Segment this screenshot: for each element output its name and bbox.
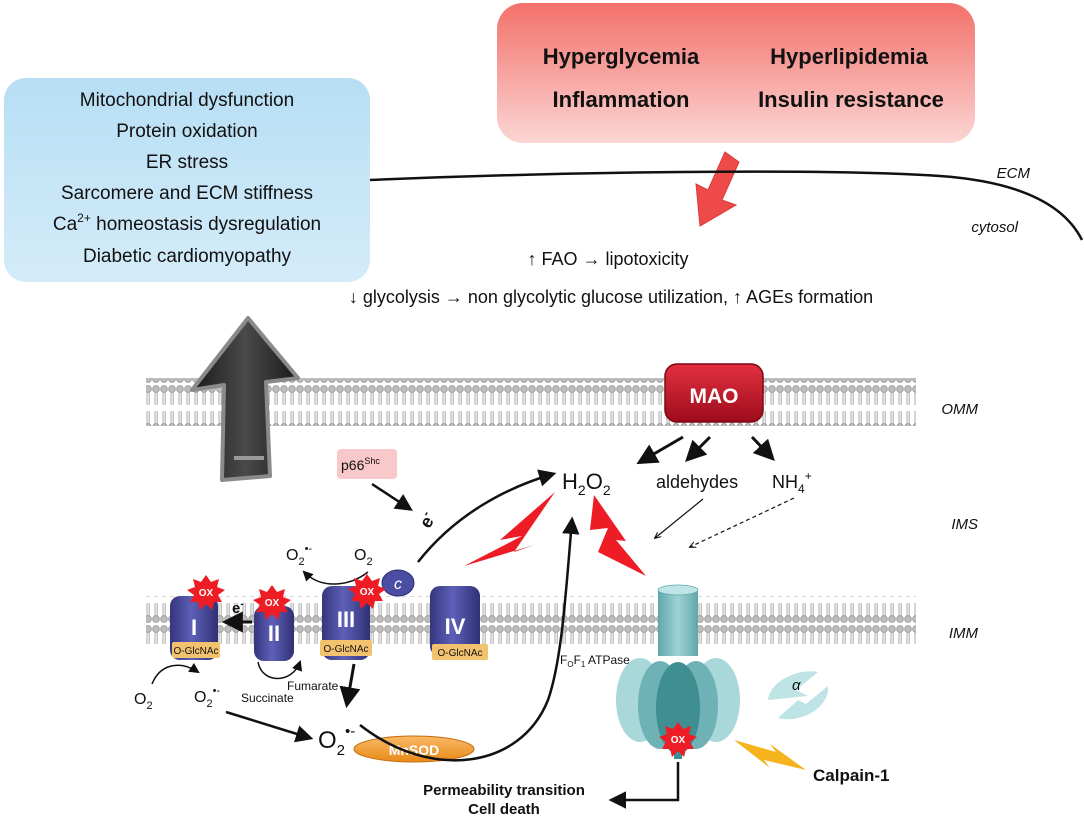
- p66shc-label: p66Shc: [341, 456, 380, 473]
- big-dark-up-arrow: [190, 316, 300, 482]
- ox-badge-atp-synthase: OX: [659, 722, 697, 757]
- red-down-arrow: [695, 151, 740, 227]
- svg-text:OX: OX: [265, 598, 280, 609]
- cytochrome-c-label: c: [394, 576, 402, 593]
- metabolism-glycolysis: ↓ glycolysis → non glycolytic glucose ut…: [349, 287, 873, 307]
- arrow-complex-iii-down: [339, 663, 361, 709]
- calpain-bolt: [734, 740, 806, 770]
- nh4-label: NH4+: [772, 469, 812, 496]
- condition-insulin-resistance: Insulin resistance: [758, 87, 944, 112]
- complex-i: I O-GlcNAc: [170, 596, 220, 660]
- succinate-label: Succinate: [241, 691, 294, 705]
- superoxide-ims: O2•-: [286, 543, 312, 568]
- condition-hyperglycemia: Hyperglycemia: [543, 44, 700, 69]
- complex-ii-label: II: [268, 621, 280, 646]
- electron-label: e-: [414, 508, 440, 531]
- label-cytosol: cytosol: [971, 219, 1018, 236]
- calpain-label: Calpain-1: [813, 766, 890, 785]
- condition-hyperlipidemia: Hyperlipidemia: [770, 44, 928, 69]
- arrow-succinate-fumarate: [257, 660, 303, 680]
- superoxide-big: O2•-: [318, 723, 355, 759]
- outer-mitochondrial-membrane: [146, 378, 916, 426]
- effect-mitochondrial-dysfunction: Mitochondrial dysfunction: [80, 90, 294, 111]
- label-imm: IMM: [949, 625, 979, 642]
- arrow-cytc-h2o2: [417, 469, 557, 563]
- oxygen-ims: O2: [354, 547, 373, 568]
- arrow-p66-electron: [371, 482, 413, 511]
- complex-iii-label: III: [337, 607, 355, 632]
- ox-badge-complex-iii: OX: [348, 574, 386, 609]
- effect-sarcomere-ecm-stiffness: Sarcomere and ECM stiffness: [61, 183, 313, 204]
- arrow-o2-superoxide-ims: [302, 570, 369, 585]
- ox-badge-complex-i: OX: [187, 575, 225, 610]
- ox-badge-complex-ii: OX: [253, 585, 291, 620]
- label-ims: IMS: [951, 516, 978, 533]
- mnsod: MnSOD: [353, 735, 475, 763]
- complex-iii: III O-GlcNAc: [320, 586, 372, 660]
- effect-protein-oxidation: Protein oxidation: [116, 121, 258, 142]
- arrow-o2-superoxide-matrix: [151, 662, 200, 685]
- complex-i-glcnac: O-GlcNAc: [174, 646, 219, 657]
- oxygen-matrix: O2: [134, 691, 153, 712]
- complex-iv-glcnac: O-GlcNAc: [438, 648, 483, 659]
- superoxide-matrix-small: O2•-: [194, 685, 220, 710]
- mao-enzyme: MAO: [664, 363, 764, 423]
- complex-i-label: I: [191, 615, 197, 640]
- svg-text:OX: OX: [199, 588, 214, 599]
- lightning-bolt-left: [464, 492, 555, 566]
- plasma-membrane-line: [369, 170, 1084, 241]
- p66shc: p66Shc: [337, 449, 397, 479]
- arrow-superoxide-to-big: [225, 710, 314, 743]
- effects-box: Mitochondrial dysfunction Protein oxidat…: [4, 78, 370, 282]
- effect-ca-homeostasis: Ca2+ homeostasis dysregulation: [53, 211, 321, 235]
- alpha-subunit-cleaved: α: [768, 671, 829, 720]
- complex-ii: II: [254, 606, 294, 661]
- effect-diabetic-cardiomyopathy: Diabetic cardiomyopathy: [83, 246, 292, 267]
- outcome-cell-death: Cell death: [468, 801, 540, 818]
- arrow-atpase-outcome: [608, 762, 680, 809]
- mao-label: MAO: [690, 385, 739, 408]
- arrow-superoxide-h2o2: [359, 516, 580, 762]
- complex-iv-label: IV: [445, 614, 466, 639]
- label-omm: OMM: [941, 401, 978, 418]
- svg-text:OX: OX: [671, 735, 686, 746]
- outcome-permeability-transition: Permeability transition: [423, 782, 585, 799]
- arrow-mao-aldehydes: [685, 435, 712, 462]
- complex-iv: IV O-GlcNAc: [430, 586, 488, 660]
- svg-text:OX: OX: [360, 587, 375, 598]
- arrow-aldehydes-channel: [655, 498, 704, 538]
- alpha-label: α: [792, 677, 801, 694]
- effect-er-stress: ER stress: [146, 152, 228, 173]
- h2o2-label: H2O2: [562, 469, 611, 498]
- lightning-bolt-right: [590, 495, 646, 576]
- metabolism-fao: ↑ FAO → lipotoxicity: [527, 249, 688, 269]
- condition-inflammation: Inflammation: [553, 87, 690, 112]
- arrow-mao-h2o2: [636, 435, 684, 465]
- arrow-mao-nh4: [750, 435, 775, 462]
- label-ecm: ECM: [997, 165, 1031, 182]
- electron-label-ii-i: e-: [232, 599, 244, 617]
- arrow-nh4-channel: [690, 497, 795, 547]
- aldehydes-label: aldehydes: [656, 472, 738, 492]
- atpase-label: FOF1 ATPase: [560, 653, 630, 669]
- fumarate-label: Fumarate: [287, 679, 339, 693]
- mnsod-label: MnSOD: [389, 742, 440, 758]
- conditions-box: Hyperglycemia Hyperlipidemia Inflammatio…: [497, 3, 975, 143]
- cytochrome-c: c: [381, 569, 415, 597]
- complex-iii-glcnac: O-GlcNAc: [324, 644, 369, 655]
